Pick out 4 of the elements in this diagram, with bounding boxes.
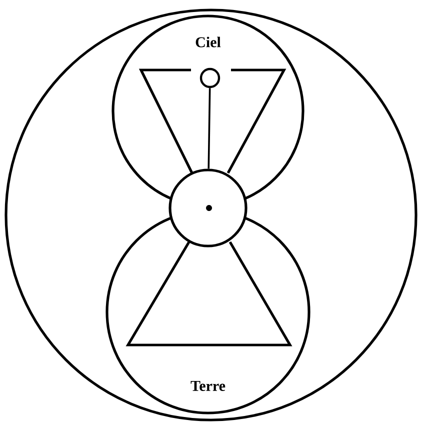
center-circle — [168, 168, 248, 248]
line — [208, 88, 211, 169]
circle — [200, 68, 220, 88]
circle — [4, 8, 418, 422]
